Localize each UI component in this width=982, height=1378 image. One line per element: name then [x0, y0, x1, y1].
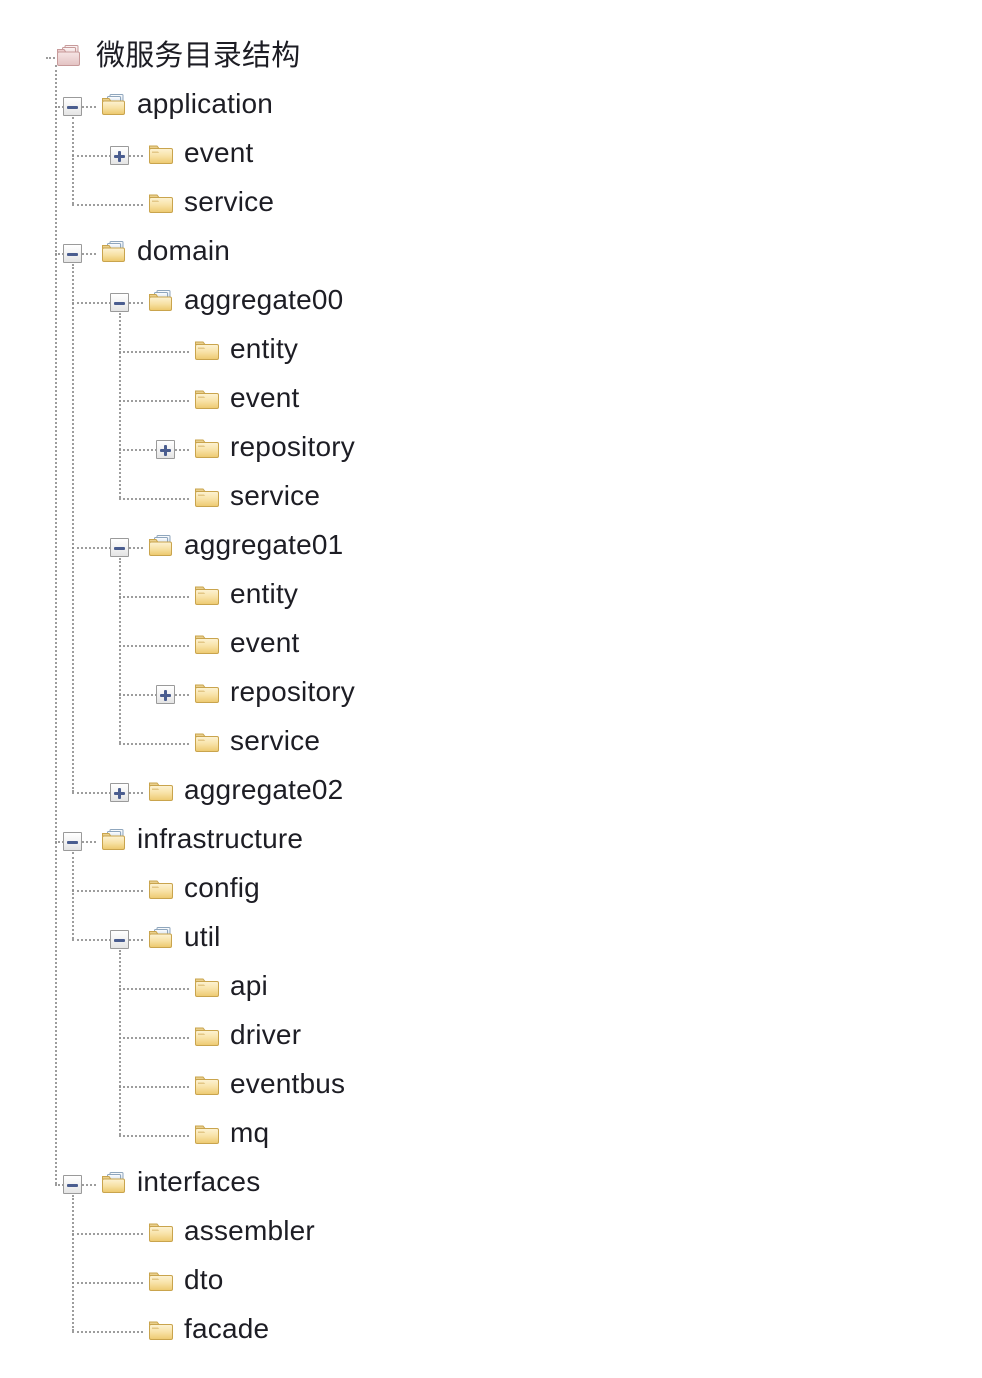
tree-node-label-util-eventbus[interactable]: eventbus [230, 1068, 346, 1099]
tree-node-label-agg02[interactable]: aggregate02 [184, 774, 344, 805]
tree-connector-vertical [119, 558, 122, 743]
closed-folder-icon [193, 485, 221, 511]
tree-connector-root-stub [46, 57, 55, 60]
root-open-folder-icon [55, 44, 83, 70]
closed-folder-icon [147, 191, 175, 217]
tree-connector-horizontal [119, 351, 189, 354]
closed-folder-icon [193, 1122, 221, 1148]
tree-connector-horizontal [119, 449, 189, 452]
minus-toggle-icon[interactable] [63, 97, 82, 116]
tree-connector-vertical [119, 313, 122, 498]
tree-connector-horizontal [72, 890, 143, 893]
tree-connector-horizontal [72, 302, 143, 305]
tree-connector-horizontal [72, 547, 143, 550]
tree-connector-vertical [72, 264, 75, 792]
plus-toggle-icon[interactable] [110, 783, 129, 802]
closed-folder-icon [147, 877, 175, 903]
tree-connector-horizontal [119, 498, 189, 501]
closed-folder-icon [147, 1220, 175, 1246]
tree-node-label-agg00-svc[interactable]: service [230, 480, 321, 511]
closed-folder-icon [147, 1318, 175, 1344]
tree-node-label-agg01-repo[interactable]: repository [230, 676, 355, 707]
closed-folder-icon [193, 730, 221, 756]
minus-toggle-icon[interactable] [110, 930, 129, 949]
tree-connector-vertical [119, 950, 122, 1135]
tree-node-label-application[interactable]: application [137, 88, 274, 119]
tree-connector-horizontal [72, 155, 143, 158]
tree-node-label-agg01[interactable]: aggregate01 [184, 529, 344, 560]
tree-node-label-agg00-event[interactable]: event [230, 382, 300, 413]
tree-node-label-infra-util[interactable]: util [184, 921, 221, 952]
tree-connector-horizontal [72, 204, 143, 207]
closed-folder-icon [193, 975, 221, 1001]
closed-folder-icon [147, 142, 175, 168]
closed-folder-icon [193, 1024, 221, 1050]
closed-folder-icon [147, 1269, 175, 1295]
tree-connector-horizontal [119, 988, 189, 991]
tree-node-label-util-api[interactable]: api [230, 970, 268, 1001]
open-folder-icon [147, 534, 175, 560]
open-folder-icon [100, 93, 128, 119]
tree-connector-horizontal [119, 400, 189, 403]
plus-toggle-icon[interactable] [156, 440, 175, 459]
tree-node-label-infra[interactable]: infrastructure [137, 823, 304, 854]
tree-connector-horizontal [119, 743, 189, 746]
closed-folder-icon [193, 436, 221, 462]
tree-node-label-agg01-entity[interactable]: entity [230, 578, 299, 609]
closed-folder-icon [193, 632, 221, 658]
plus-toggle-icon[interactable] [156, 685, 175, 704]
tree-connector-horizontal [119, 1086, 189, 1089]
closed-folder-icon [193, 583, 221, 609]
tree-node-label-agg01-svc[interactable]: service [230, 725, 321, 756]
tree-node-label-root[interactable]: 微服务目录结构 [96, 38, 301, 72]
tree-node-label-app-event[interactable]: event [184, 137, 254, 168]
minus-toggle-icon[interactable] [63, 244, 82, 263]
tree-node-label-domain[interactable]: domain [137, 235, 231, 266]
open-folder-icon [100, 828, 128, 854]
tree-node-label-if-dto[interactable]: dto [184, 1264, 224, 1295]
tree-connector-horizontal [119, 1037, 189, 1040]
tree-connector-horizontal [119, 596, 189, 599]
tree-node-label-agg00-repo[interactable]: repository [230, 431, 355, 462]
minus-toggle-icon[interactable] [63, 832, 82, 851]
closed-folder-icon [193, 1073, 221, 1099]
plus-toggle-icon[interactable] [110, 146, 129, 165]
tree-connector-horizontal [72, 939, 143, 942]
open-folder-icon [147, 289, 175, 315]
tree-node-label-agg01-event[interactable]: event [230, 627, 300, 658]
tree-connector-vertical [72, 117, 75, 204]
tree-node-label-interfaces[interactable]: interfaces [137, 1166, 261, 1197]
open-folder-icon [147, 926, 175, 952]
tree-node-label-if-facade[interactable]: facade [184, 1313, 270, 1344]
closed-folder-icon [193, 681, 221, 707]
tree-node-label-if-assembler[interactable]: assembler [184, 1215, 315, 1246]
closed-folder-icon [147, 779, 175, 805]
tree-connector-vertical [72, 1195, 75, 1331]
tree-connector-vertical [72, 852, 75, 939]
tree-node-label-infra-config[interactable]: config [184, 872, 260, 903]
tree-connector-horizontal [72, 1282, 143, 1285]
tree-connector-vertical [55, 65, 58, 1184]
tree-node-label-agg00[interactable]: aggregate00 [184, 284, 344, 315]
minus-toggle-icon[interactable] [110, 293, 129, 312]
tree-node-label-util-mq[interactable]: mq [230, 1117, 270, 1148]
open-folder-icon [100, 240, 128, 266]
closed-folder-icon [193, 338, 221, 364]
tree-node-label-agg00-entity[interactable]: entity [230, 333, 299, 364]
tree-connector-horizontal [119, 645, 189, 648]
tree-connector-horizontal [72, 1233, 143, 1236]
minus-toggle-icon[interactable] [63, 1175, 82, 1194]
tree-connector-horizontal [72, 792, 143, 795]
open-folder-icon [100, 1171, 128, 1197]
tree-connector-horizontal [119, 694, 189, 697]
tree-connector-horizontal [72, 1331, 143, 1334]
minus-toggle-icon[interactable] [110, 538, 129, 557]
closed-folder-icon [193, 387, 221, 413]
tree-node-label-util-driver[interactable]: driver [230, 1019, 302, 1050]
tree-connector-horizontal [119, 1135, 189, 1138]
tree-node-label-app-service[interactable]: service [184, 186, 275, 217]
